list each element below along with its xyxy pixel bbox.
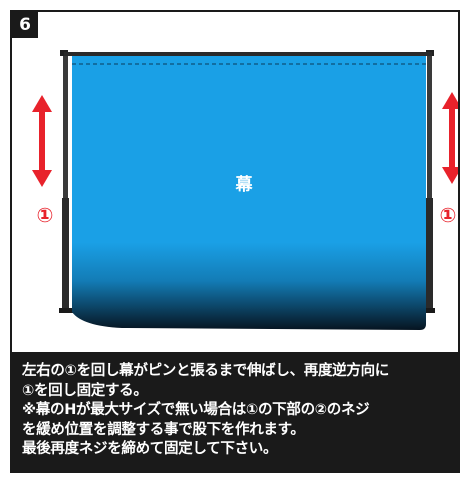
caption-line: 最後再度ネジを締めて固定して下さい。 — [22, 441, 278, 457]
step-number-badge: 6 — [12, 12, 38, 38]
caption-line: 左右の①を回し幕がピンと張るまで伸ばし、再度逆方向に — [22, 363, 389, 379]
right-adjust-arrow-icon — [442, 92, 458, 184]
instruction-caption: 左右の①を回し幕がピンと張るまで伸ばし、再度逆方向に ①を回し固定する。 ※幕の… — [12, 352, 458, 471]
right-knob-marker: ① — [440, 203, 457, 227]
instruction-panel: 6 幕 — [10, 10, 460, 473]
caption-line: を緩め位置を調整する事で股下を作れます。 — [22, 421, 305, 438]
caption-line: ※幕のHが最大サイズで無い場合は①の下部の②のネジ — [22, 402, 370, 418]
curtain — [72, 56, 426, 330]
curtain-label: 幕 — [235, 174, 254, 195]
left-stand-pole — [59, 50, 73, 313]
caption-line: ①を回し固定する。 — [22, 382, 148, 399]
crossbar — [64, 52, 432, 56]
left-adjust-arrow-icon — [32, 95, 52, 187]
left-knob-marker: ① — [37, 203, 54, 227]
backdrop-stand-illustration: 幕 ① ① — [32, 50, 458, 330]
